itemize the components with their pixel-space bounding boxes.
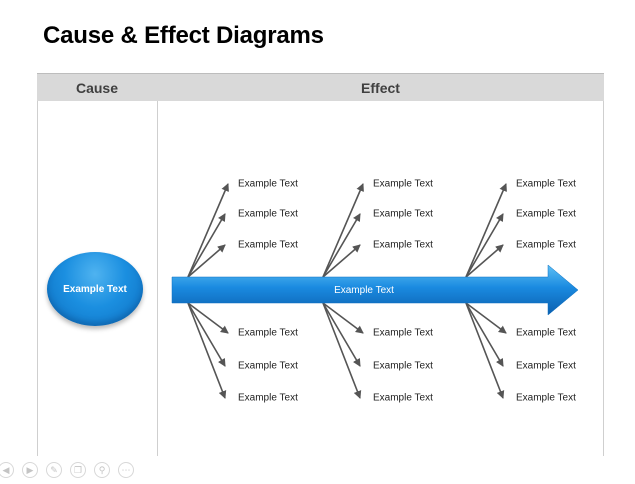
branch-arrow-upper [322, 183, 364, 278]
branch-arrow-upper [322, 213, 361, 278]
branch-label: Example Text [238, 393, 298, 404]
branch-label: Example Text [516, 209, 576, 220]
branch-arrow-lower [465, 302, 504, 367]
branch-label: Example Text [373, 209, 433, 220]
branch-label: Example Text [516, 240, 576, 251]
branch-arrow-lower [322, 302, 362, 399]
main-arrow-label: Example Text [334, 285, 394, 296]
branch-arrow-upper [465, 183, 507, 278]
branch-arrow-lower [187, 302, 227, 399]
branch-label: Example Text [238, 209, 298, 220]
branch-arrow-upper [465, 213, 504, 278]
table-header: Cause Effect [37, 73, 604, 101]
column-divider [157, 101, 158, 456]
branch-label: Example Text [373, 240, 433, 251]
zoom-icon[interactable]: ⚲ [94, 462, 110, 478]
branch-label: Example Text [516, 328, 576, 339]
branch-label: Example Text [373, 361, 433, 372]
cause-ellipse: Example Text [47, 252, 143, 326]
branch-arrow-lower [322, 302, 364, 334]
branch-arrow-upper [187, 213, 226, 278]
previous-icon[interactable]: ◀ [0, 462, 14, 478]
branch-label: Example Text [238, 240, 298, 251]
branch-arrow-lower [465, 302, 507, 334]
pen-icon[interactable]: ✎ [46, 462, 62, 478]
copy-icon[interactable]: ❐ [70, 462, 86, 478]
branch-arrow-upper [187, 244, 226, 278]
table-frame [37, 73, 604, 456]
branch-label: Example Text [373, 328, 433, 339]
next-icon[interactable]: ▶ [22, 462, 38, 478]
header-effect: Effect [361, 80, 400, 96]
branch-arrow-lower [187, 302, 229, 334]
branch-label: Example Text [373, 393, 433, 404]
branch-arrow-upper [465, 244, 504, 278]
more-icon[interactable]: ⋯ [118, 462, 134, 478]
branch-label: Example Text [373, 179, 433, 190]
branch-arrow-upper [322, 244, 361, 278]
branch-arrow-upper [187, 183, 229, 278]
cause-label: Example Text [63, 283, 127, 295]
branch-arrow-lower [187, 302, 226, 367]
branch-lines [187, 183, 507, 399]
branch-label: Example Text [516, 179, 576, 190]
page-title: Cause & Effect Diagrams [43, 22, 324, 49]
branch-arrow-lower [322, 302, 361, 367]
branch-label: Example Text [516, 393, 576, 404]
branch-arrow-lower [465, 302, 505, 399]
branch-label: Example Text [516, 361, 576, 372]
branch-label: Example Text [238, 328, 298, 339]
main-effect-arrow [171, 264, 579, 316]
branch-label: Example Text [238, 179, 298, 190]
header-cause: Cause [75, 80, 119, 96]
branch-label: Example Text [238, 361, 298, 372]
